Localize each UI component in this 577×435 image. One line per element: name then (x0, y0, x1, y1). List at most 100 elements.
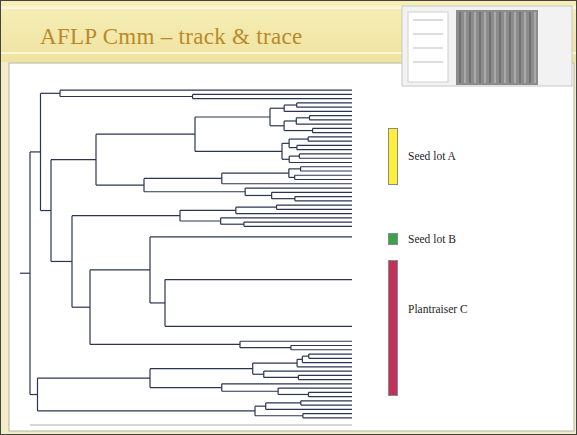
dendrogram-branch (308, 396, 352, 397)
dendrogram-branch (284, 130, 312, 131)
dendrogram-branch (253, 374, 264, 375)
dendrogram-branch (289, 156, 290, 162)
dendrogram-branch (270, 108, 284, 109)
dendrogram-branch (299, 154, 300, 158)
dendrogram-branch (266, 409, 352, 410)
gel-lane (469, 12, 471, 83)
thumbnail-row (413, 34, 443, 35)
dendrogram-branch (264, 370, 352, 371)
dendrogram-branch (283, 121, 284, 131)
slide-title: AFLP Cmm – track & trace (40, 24, 303, 50)
dendrogram-branch (295, 179, 352, 180)
dendrogram-branch (289, 168, 301, 169)
dendrogram-branch (297, 102, 352, 103)
dendrogram-branch (222, 173, 289, 174)
dendrogram-branch (245, 195, 271, 196)
dendrogram-branch (308, 392, 309, 396)
dendrogram-branch (299, 158, 352, 159)
dendrogram-branch (276, 205, 277, 209)
dendrogram-branch (51, 159, 96, 160)
group-color-bar (388, 233, 398, 245)
sample-group-bar: Seed lot B (388, 233, 460, 247)
dendrogram-branch (302, 414, 303, 418)
thumbnail-row (413, 48, 443, 49)
dendrogram-branch (297, 145, 352, 146)
dendrogram-branch (284, 120, 296, 121)
dendrogram-branch (193, 94, 352, 95)
dendrogram-branch (309, 358, 352, 359)
dendrogram-branch (300, 167, 301, 171)
gel-lane (514, 12, 516, 83)
group-color-bar (388, 128, 398, 185)
dendrogram-branch (310, 115, 352, 116)
dendrogram-branch (312, 128, 313, 132)
dendrogram-branch (240, 341, 352, 342)
dendrogram-branch (165, 326, 352, 327)
dendrogram-branch (194, 117, 195, 151)
dendrogram-branch (38, 378, 151, 379)
dendrogram (20, 90, 352, 425)
dendrogram-branch (270, 125, 284, 126)
dendrogram-branch (193, 98, 352, 99)
dendrogram-branch (180, 210, 236, 211)
dendrogram-branch (309, 353, 352, 354)
dendrogram-branch (222, 183, 352, 184)
dendrogram-branch (298, 379, 352, 380)
dendrogram-branch (296, 117, 309, 118)
dendrogram-branch (164, 280, 165, 327)
dendrogram-branch (38, 410, 256, 411)
dendrogram-branch (310, 119, 352, 120)
scale-axis (30, 425, 352, 426)
gel-image (456, 10, 538, 85)
dendrogram-branch (272, 192, 352, 193)
group-label: Seed lot A (408, 150, 456, 164)
dendrogram-branch (221, 173, 222, 184)
dendrogram-branch (282, 143, 289, 144)
dendrogram-branch (245, 188, 246, 195)
dendrogram-branch (295, 200, 352, 201)
dendrogram-branch (263, 371, 264, 377)
dendrogram-branch (253, 362, 297, 363)
dendrogram-branch (288, 169, 289, 178)
dendrogram-branch (265, 403, 266, 409)
dendrogram-branch (291, 349, 352, 350)
dendrogram-branch (221, 384, 222, 391)
dendrogram-branch (302, 356, 308, 357)
dendrogram-branch (289, 162, 352, 163)
gel-lane (464, 12, 466, 83)
dendrogram-branch (301, 170, 352, 171)
dendrogram-branch (20, 273, 30, 274)
dendrogram-branch (296, 118, 297, 124)
dendrogram-branch (296, 145, 297, 149)
dendrogram-branch (294, 197, 295, 201)
group-label: Seed lot B (408, 233, 456, 247)
dendrogram-branch (276, 209, 352, 210)
gel-lane (479, 12, 481, 83)
group-label: Plantraiser C (408, 303, 468, 317)
dendrogram-branch (195, 116, 270, 117)
dendrogram-branch (89, 270, 90, 344)
dendrogram-branch (71, 216, 72, 308)
dendrogram-branch (278, 387, 352, 388)
dendrogram-branch (301, 405, 352, 406)
dendrogram-branch (302, 356, 303, 362)
dendrogram-branch (278, 394, 308, 395)
gel-lanes (413, 12, 535, 83)
dendrogram-branch (96, 134, 195, 135)
dendrogram-branch (149, 237, 150, 303)
dendrogram-branch (96, 184, 144, 185)
gel-lane (484, 12, 486, 83)
dendrogram-branch (150, 302, 165, 303)
gel-lane (519, 12, 521, 83)
gel-lane (494, 12, 496, 83)
dendrogram-branch (313, 132, 352, 133)
dendrogram-branch (180, 220, 221, 221)
dendrogram-branch (282, 159, 289, 160)
dendrogram-branch (266, 402, 301, 403)
dendrogram-branch (309, 116, 310, 120)
dendrogram-branch (72, 215, 180, 216)
dendrogram-branch (301, 400, 352, 401)
